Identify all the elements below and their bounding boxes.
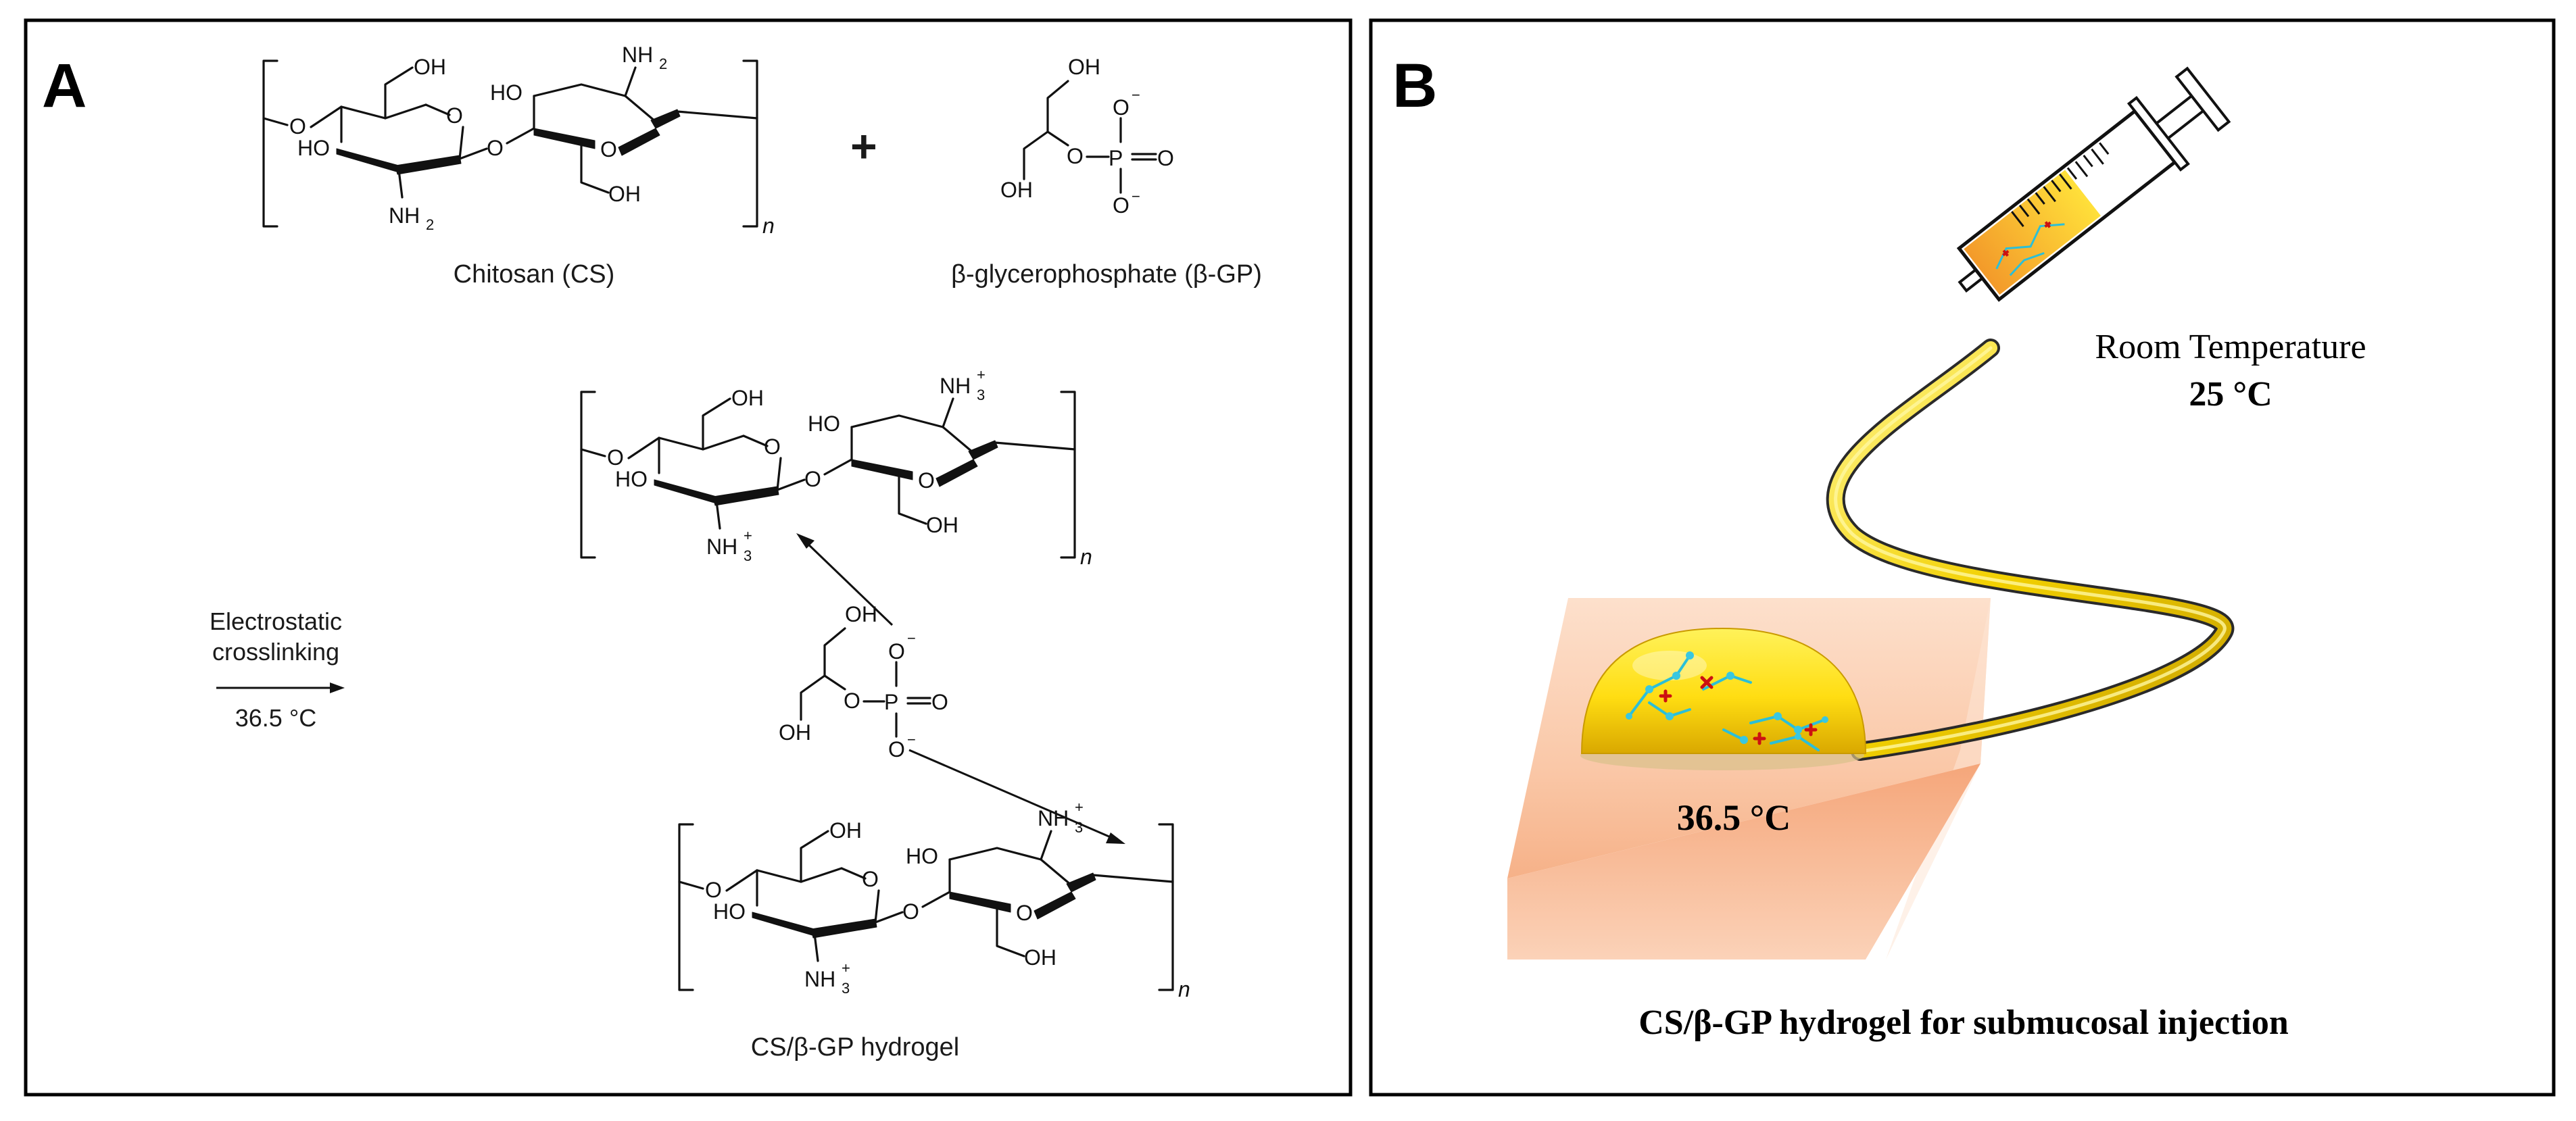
atom-o: O xyxy=(1113,193,1129,218)
atom-oh: OH xyxy=(608,182,641,206)
gel-network-nodes xyxy=(1626,651,1828,744)
charge-plus: + xyxy=(744,527,752,544)
atom-nh3: NH xyxy=(940,374,971,398)
bgp-structure: OH O P O − O O − OH xyxy=(1000,55,1174,218)
hydrogel-chitosan-structure: n O OH O HO NH 3 + O HO NH 3 xyxy=(678,799,1190,1001)
atom-oh: OH xyxy=(731,386,764,410)
product-label: CS/β-GP hydrogel xyxy=(751,1033,959,1062)
charge-minus: − xyxy=(907,731,916,748)
sub-3: 3 xyxy=(744,547,752,564)
injection-tube xyxy=(1826,339,2235,761)
panel-b-caption: CS/β-GP hydrogel for submucosal injectio… xyxy=(1638,1003,2289,1042)
atom-o: O xyxy=(705,878,722,902)
atom-oh: OH xyxy=(414,55,446,79)
sub-2: 2 xyxy=(659,55,667,72)
atom-o: O xyxy=(888,737,905,762)
condition-temp: 36.5 °C xyxy=(235,704,316,732)
charge-plus: + xyxy=(1075,799,1084,816)
reaction-condition: Electrostatic crosslinking 36.5 °C xyxy=(210,607,345,732)
sub-3: 3 xyxy=(1075,819,1083,836)
atom-o: O xyxy=(446,103,463,128)
repeat-n: n xyxy=(1178,977,1190,1001)
charge-minus: − xyxy=(907,630,916,647)
panel-a-frame xyxy=(24,18,1353,1097)
atom-o: O xyxy=(1157,146,1174,170)
atom-o: O xyxy=(487,136,504,160)
atom-o: O xyxy=(862,867,879,891)
atom-ho: HO xyxy=(615,467,648,491)
syringe-flange xyxy=(2127,95,2190,172)
atom-o: O xyxy=(1067,144,1084,168)
atom-nh3: NH xyxy=(804,967,835,991)
atom-o: O xyxy=(888,639,905,664)
gel-dome-body xyxy=(1580,627,1867,754)
atom-p: P xyxy=(1109,146,1123,170)
atom-ho: HO xyxy=(490,80,523,105)
atom-nh3: NH xyxy=(706,534,737,559)
atom-o: O xyxy=(918,468,935,493)
charge-minus: − xyxy=(1132,86,1140,103)
panel-a: A n O OH O HO NH 2 O xyxy=(24,18,1353,1097)
atom-o: O xyxy=(902,899,919,924)
syringe-scale xyxy=(2011,142,2110,228)
syringe-plunger-cap xyxy=(2174,66,2231,132)
bgp-label: β-glycerophosphate (β-GP) xyxy=(951,260,1262,289)
atom-ho: HO xyxy=(906,844,938,868)
room-temp-value: 25 °C xyxy=(2189,375,2272,414)
sub-3: 3 xyxy=(842,980,850,997)
syringe xyxy=(1956,66,2231,302)
charge-plus: + xyxy=(842,960,850,976)
room-temp-label: Room Temperature xyxy=(2095,328,2366,366)
atom-o: O xyxy=(600,137,617,161)
syringe-crosslinkers xyxy=(2002,221,2051,257)
panel-a-letter: A xyxy=(42,51,87,120)
repeat-n: n xyxy=(1080,545,1092,569)
atom-o: O xyxy=(1016,901,1033,925)
plus-sign: + xyxy=(850,121,877,172)
gel-crosslinkers xyxy=(1659,676,1818,745)
reaction-arrowhead xyxy=(330,682,345,693)
panel-b-frame xyxy=(1369,18,2556,1097)
atom-oh: OH xyxy=(1024,945,1056,970)
atom-oh: OH xyxy=(926,513,958,537)
atom-ho: HO xyxy=(713,899,746,924)
atom-o: O xyxy=(804,467,821,491)
condition-line1: Electrostatic xyxy=(210,607,342,635)
sub-3: 3 xyxy=(977,387,985,403)
chitosan-label: Chitosan (CS) xyxy=(454,260,615,289)
atom-o: O xyxy=(289,114,306,139)
body-temp-label: 36.5 °C xyxy=(1677,797,1791,838)
atom-o: O xyxy=(1113,95,1129,120)
atom-oh: OH xyxy=(1068,55,1100,79)
panel-b-letter: B xyxy=(1392,51,1437,120)
condition-line2: crosslinking xyxy=(212,638,339,666)
hydrogel-dome xyxy=(1580,627,1867,770)
atom-o: O xyxy=(931,690,948,714)
atom-p: P xyxy=(884,690,898,714)
charge-plus: + xyxy=(977,366,986,383)
atom-o: O xyxy=(844,689,860,713)
atom-nh2: NH xyxy=(622,43,653,67)
panel-b: B xyxy=(1369,18,2556,1097)
atom-oh: OH xyxy=(779,720,811,745)
charge-minus: − xyxy=(1132,188,1140,205)
atom-ho: HO xyxy=(297,136,330,160)
chitosan-repeat-n: n xyxy=(762,214,775,238)
atom-oh: OH xyxy=(829,818,862,843)
atom-nh3: NH xyxy=(1038,806,1069,830)
gel-highlight xyxy=(1632,651,1707,680)
atom-o: O xyxy=(607,445,624,470)
chitosan-structure: n O OH O HO NH 2 O HO xyxy=(262,43,775,238)
atom-nh2: NH xyxy=(389,203,420,228)
electrostatic-arrows xyxy=(796,533,1125,844)
atom-oh: OH xyxy=(1000,178,1033,202)
tissue-front-face xyxy=(1507,764,1980,960)
protonated-chitosan-structure: n O OH O HO NH 3 + O HO NH 3 xyxy=(580,366,1092,569)
atom-ho: HO xyxy=(808,412,840,436)
bgp-middle-structure: OH O P O − O O − OH xyxy=(779,602,948,762)
atom-o: O xyxy=(764,434,781,459)
sub-2: 2 xyxy=(426,216,434,233)
